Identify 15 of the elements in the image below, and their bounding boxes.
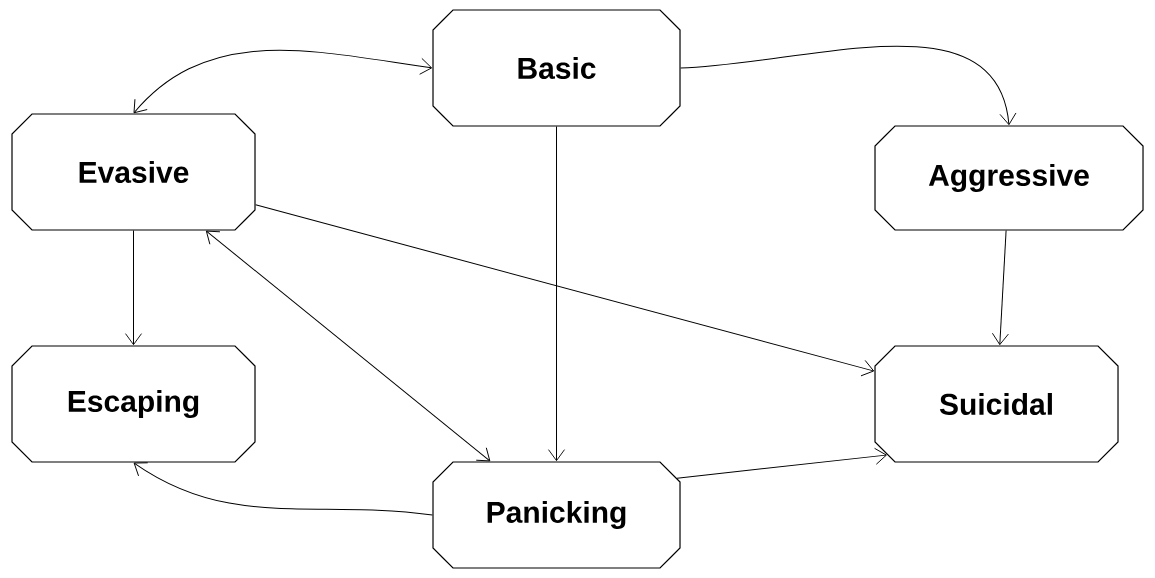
arrow — [133, 462, 433, 516]
arrow — [676, 447, 887, 479]
state-box: Suicidal — [874, 345, 1119, 463]
arrow — [133, 50, 433, 114]
state-box: Basic — [432, 9, 681, 127]
state-box: Aggressive — [874, 125, 1144, 231]
arrow — [255, 204, 875, 377]
state-box: Evasive — [11, 113, 256, 231]
state-box: Panicking — [432, 461, 681, 569]
state-box: Escaping — [11, 345, 256, 463]
arrow — [680, 45, 1017, 126]
arrow — [548, 126, 565, 462]
arrow — [125, 230, 142, 346]
arrow — [991, 230, 1009, 346]
arrow — [205, 230, 491, 462]
